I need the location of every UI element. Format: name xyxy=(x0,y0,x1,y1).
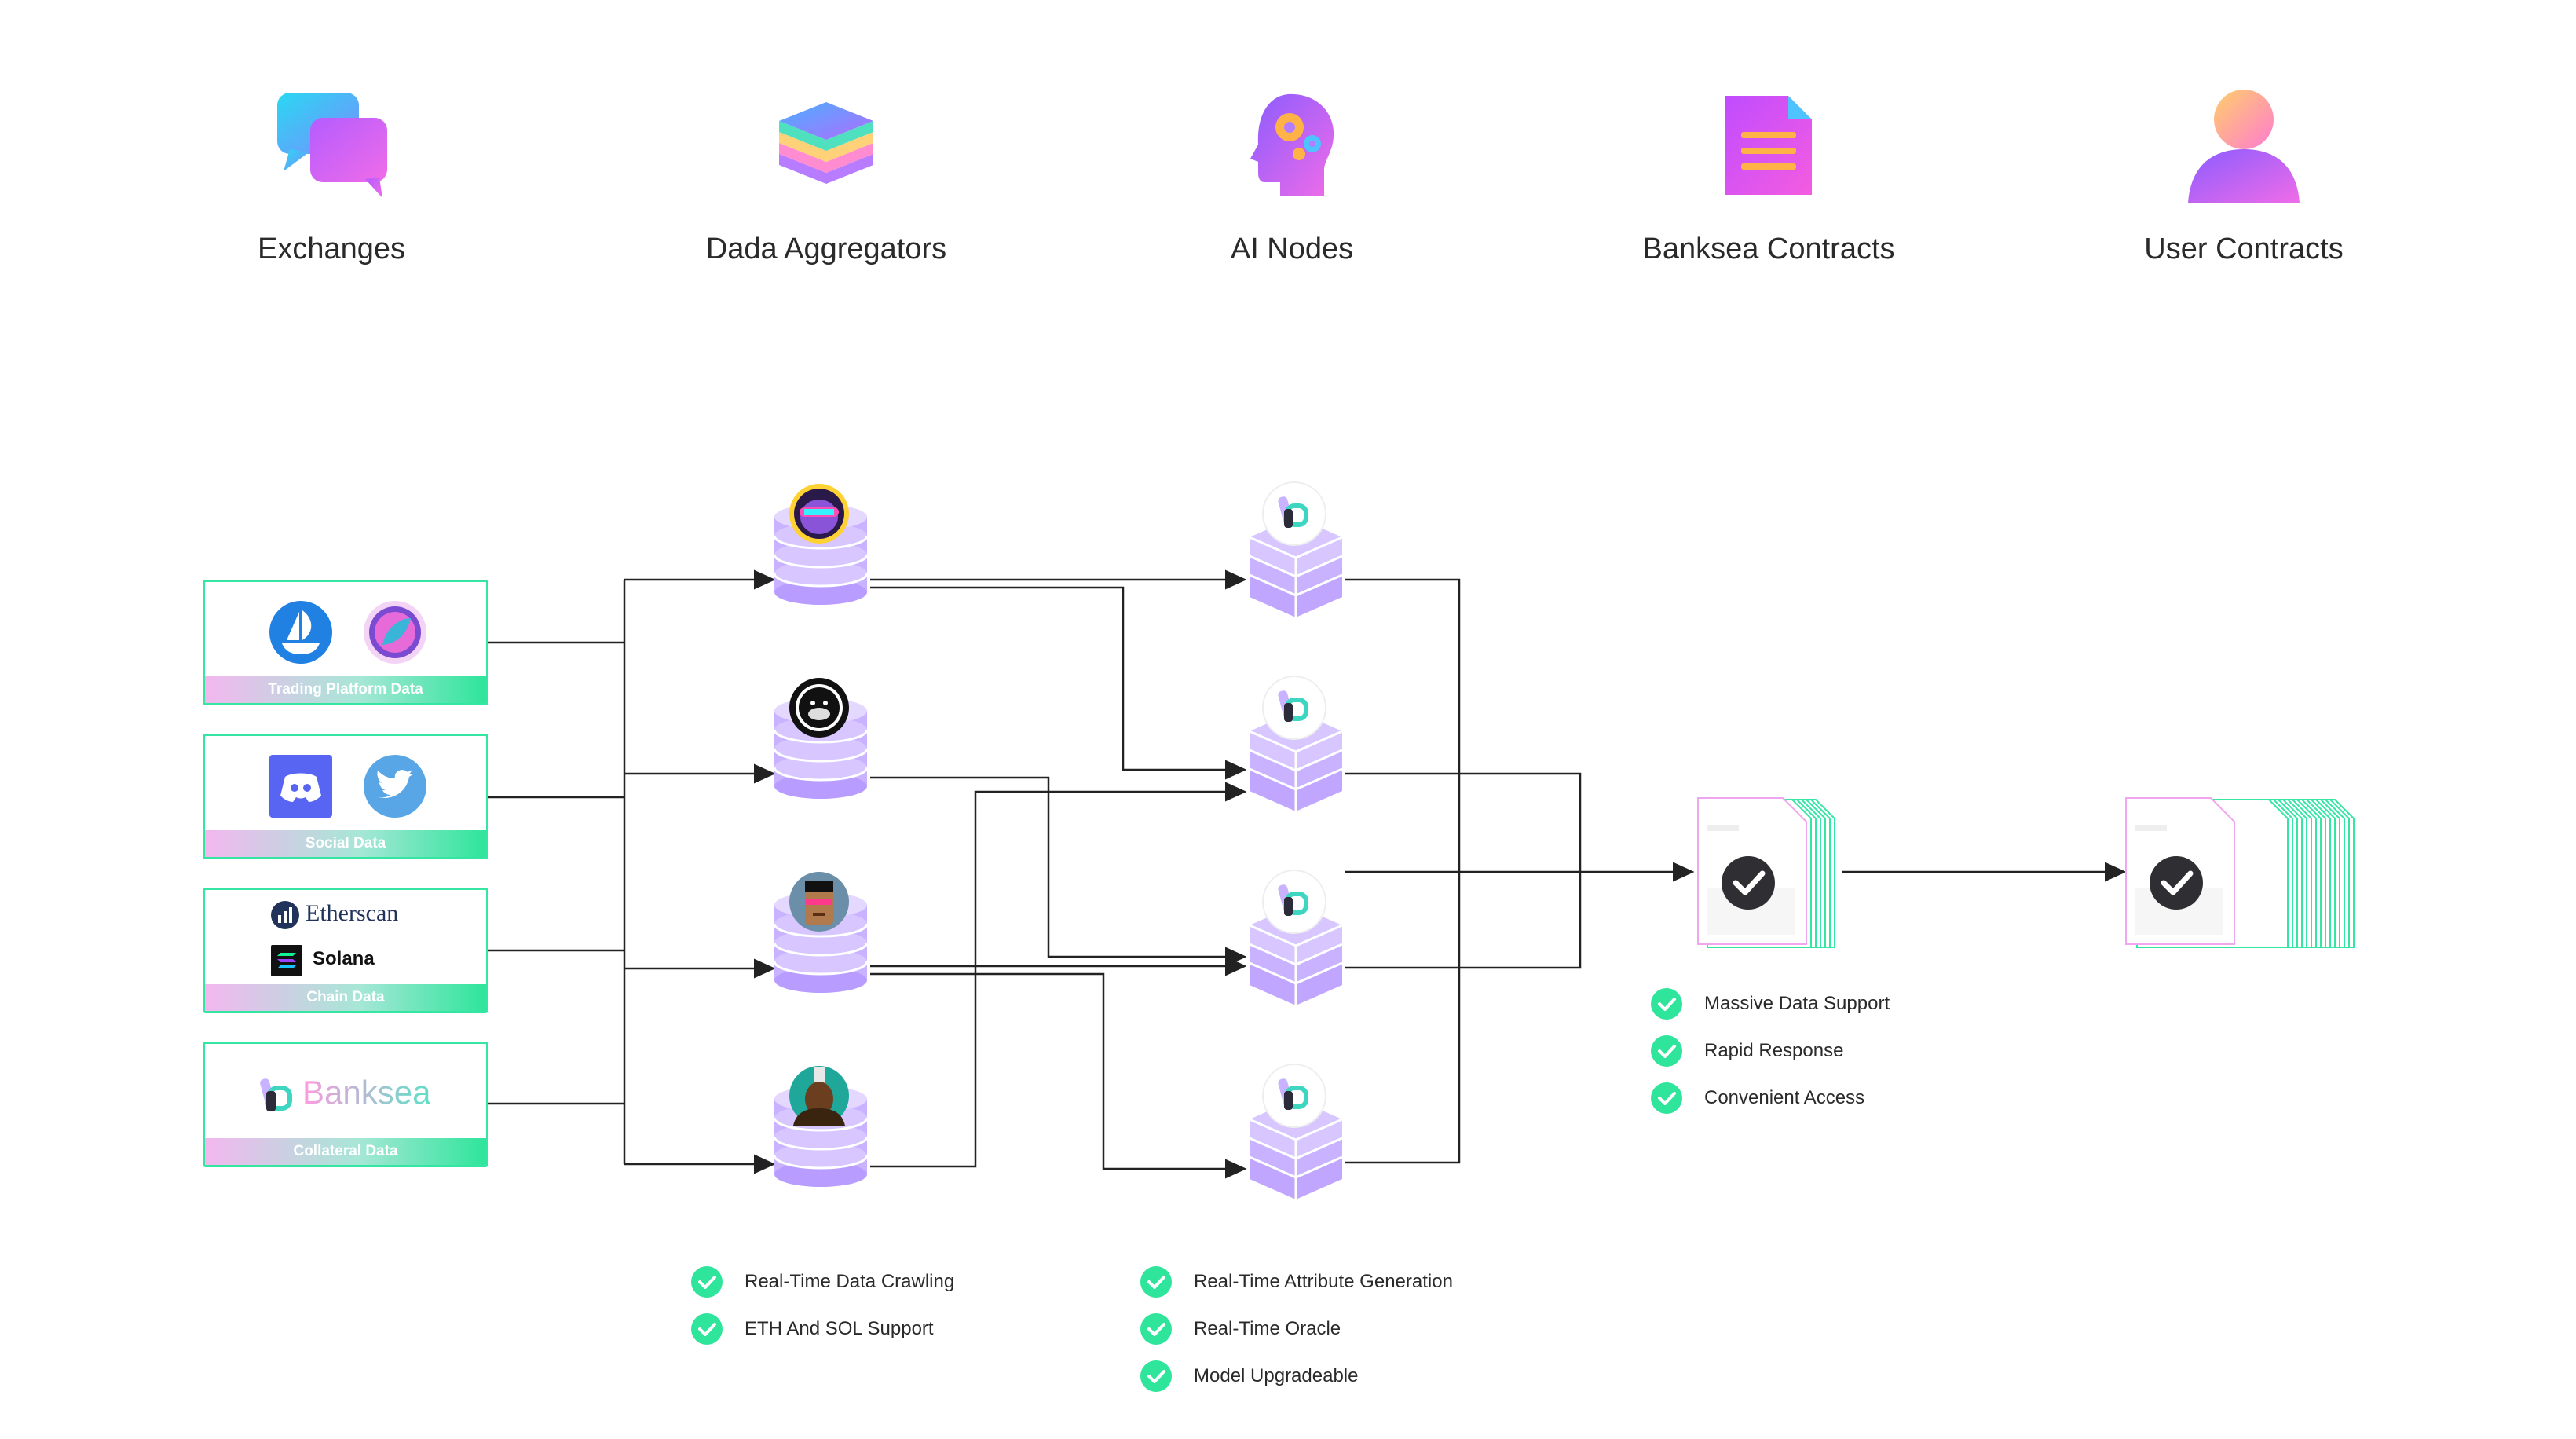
feature-text: Real-Time Oracle xyxy=(1194,1318,1341,1339)
contract-feature: Massive Data Support xyxy=(1651,988,1890,1020)
check-icon xyxy=(1140,1360,1172,1392)
aggregator-column xyxy=(773,484,869,1188)
check-circle-icon xyxy=(2150,856,2203,910)
check-circle-icon xyxy=(1722,856,1775,910)
source-card-chain: Etherscan Solana Chain Data xyxy=(203,888,488,1013)
solana-text: Solana xyxy=(313,948,375,969)
banksea-contract-doc xyxy=(1697,797,1835,948)
header-banksea-contracts: Banksea Contracts xyxy=(1564,86,1973,266)
check-icon xyxy=(691,1266,723,1298)
check-icon xyxy=(1651,988,1682,1020)
magic-eden-icon xyxy=(364,601,426,664)
punk-avatar-icon xyxy=(789,872,849,932)
aggregator-db-3 xyxy=(773,872,869,994)
ai-node-3 xyxy=(1250,870,1342,1005)
source-card-trading: Trading Platform Data xyxy=(203,580,488,705)
feature-text: Real-Time Data Crawling xyxy=(745,1271,955,1292)
source-label: Collateral Data xyxy=(205,1138,486,1165)
feature-text: Massive Data Support xyxy=(1704,993,1890,1014)
header-label: AI Nodes xyxy=(1230,233,1354,265)
banksea-logo-text: Banksea xyxy=(302,1074,431,1111)
feature-text: Real-Time Attribute Generation xyxy=(1194,1271,1453,1292)
etherscan-text: Etherscan xyxy=(306,900,399,926)
header-exchanges: Exchanges xyxy=(127,86,536,266)
contract-feature: Rapid Response xyxy=(1651,1035,1843,1067)
social-logos xyxy=(269,755,426,818)
check-icon xyxy=(1651,1035,1682,1067)
twitter-icon xyxy=(364,755,426,818)
banksea-logo-icon xyxy=(260,1078,292,1111)
ai-node-1 xyxy=(1250,482,1342,617)
head-gears-icon xyxy=(1250,93,1334,196)
feature-text: Model Upgradeable xyxy=(1194,1365,1359,1386)
ai-feature: Real-Time Attribute Generation xyxy=(1140,1266,1453,1298)
aggregator-db-2 xyxy=(773,678,869,800)
ai-feature: Real-Time Oracle xyxy=(1140,1313,1341,1345)
header-user-contracts: User Contracts xyxy=(2040,86,2448,266)
feature-text: Convenient Access xyxy=(1704,1087,1865,1108)
source-label: Trading Platform Data xyxy=(205,676,486,703)
feature-text: Rapid Response xyxy=(1704,1040,1844,1061)
check-icon xyxy=(691,1313,723,1345)
discord-icon xyxy=(269,755,332,818)
ai-feature: Model Upgradeable xyxy=(1140,1360,1358,1392)
aggregator-db-1 xyxy=(773,484,869,606)
opensea-icon xyxy=(269,601,332,664)
header-label: Banksea Contracts xyxy=(1642,233,1895,265)
aggregator-feature: Real-Time Data Crawling xyxy=(691,1266,954,1298)
header-label: Exchanges xyxy=(257,233,405,265)
aggregator-db-4 xyxy=(773,1066,869,1188)
check-icon xyxy=(1140,1313,1172,1345)
ai-node-4 xyxy=(1250,1064,1342,1199)
header-aggregators: Dada Aggregators xyxy=(622,86,1030,266)
monkey-avatar-icon xyxy=(789,678,849,738)
header-label: User Contracts xyxy=(2144,233,2344,265)
contract-feature: Convenient Access xyxy=(1651,1082,1864,1114)
source-card-social: Social Data xyxy=(203,734,488,859)
document-icon xyxy=(1725,96,1812,195)
layers-stack-icon xyxy=(779,102,873,184)
ape-avatar-icon xyxy=(789,484,849,544)
header-ai-nodes: AI Nodes xyxy=(1088,86,1496,266)
check-icon xyxy=(1651,1082,1682,1114)
etherscan-icon xyxy=(271,901,299,929)
ai-node-2 xyxy=(1250,676,1342,811)
chat-bubbles-icon xyxy=(277,93,387,198)
ai-node-column xyxy=(1245,481,1347,1243)
trading-logos xyxy=(269,601,426,664)
aggregator-feature: ETH And SOL Support xyxy=(691,1313,934,1345)
header-label: Dada Aggregators xyxy=(705,233,947,265)
portrait-avatar-icon xyxy=(789,1066,849,1126)
solana-icon xyxy=(271,945,302,976)
source-card-collateral: Banksea Collateral Data xyxy=(203,1042,488,1167)
user-icon xyxy=(2188,90,2300,203)
feature-text: ETH And SOL Support xyxy=(745,1318,934,1339)
source-label: Social Data xyxy=(205,830,486,857)
user-contract-docs xyxy=(2125,797,2355,948)
source-label: Chain Data xyxy=(205,984,486,1011)
check-icon xyxy=(1140,1266,1172,1298)
